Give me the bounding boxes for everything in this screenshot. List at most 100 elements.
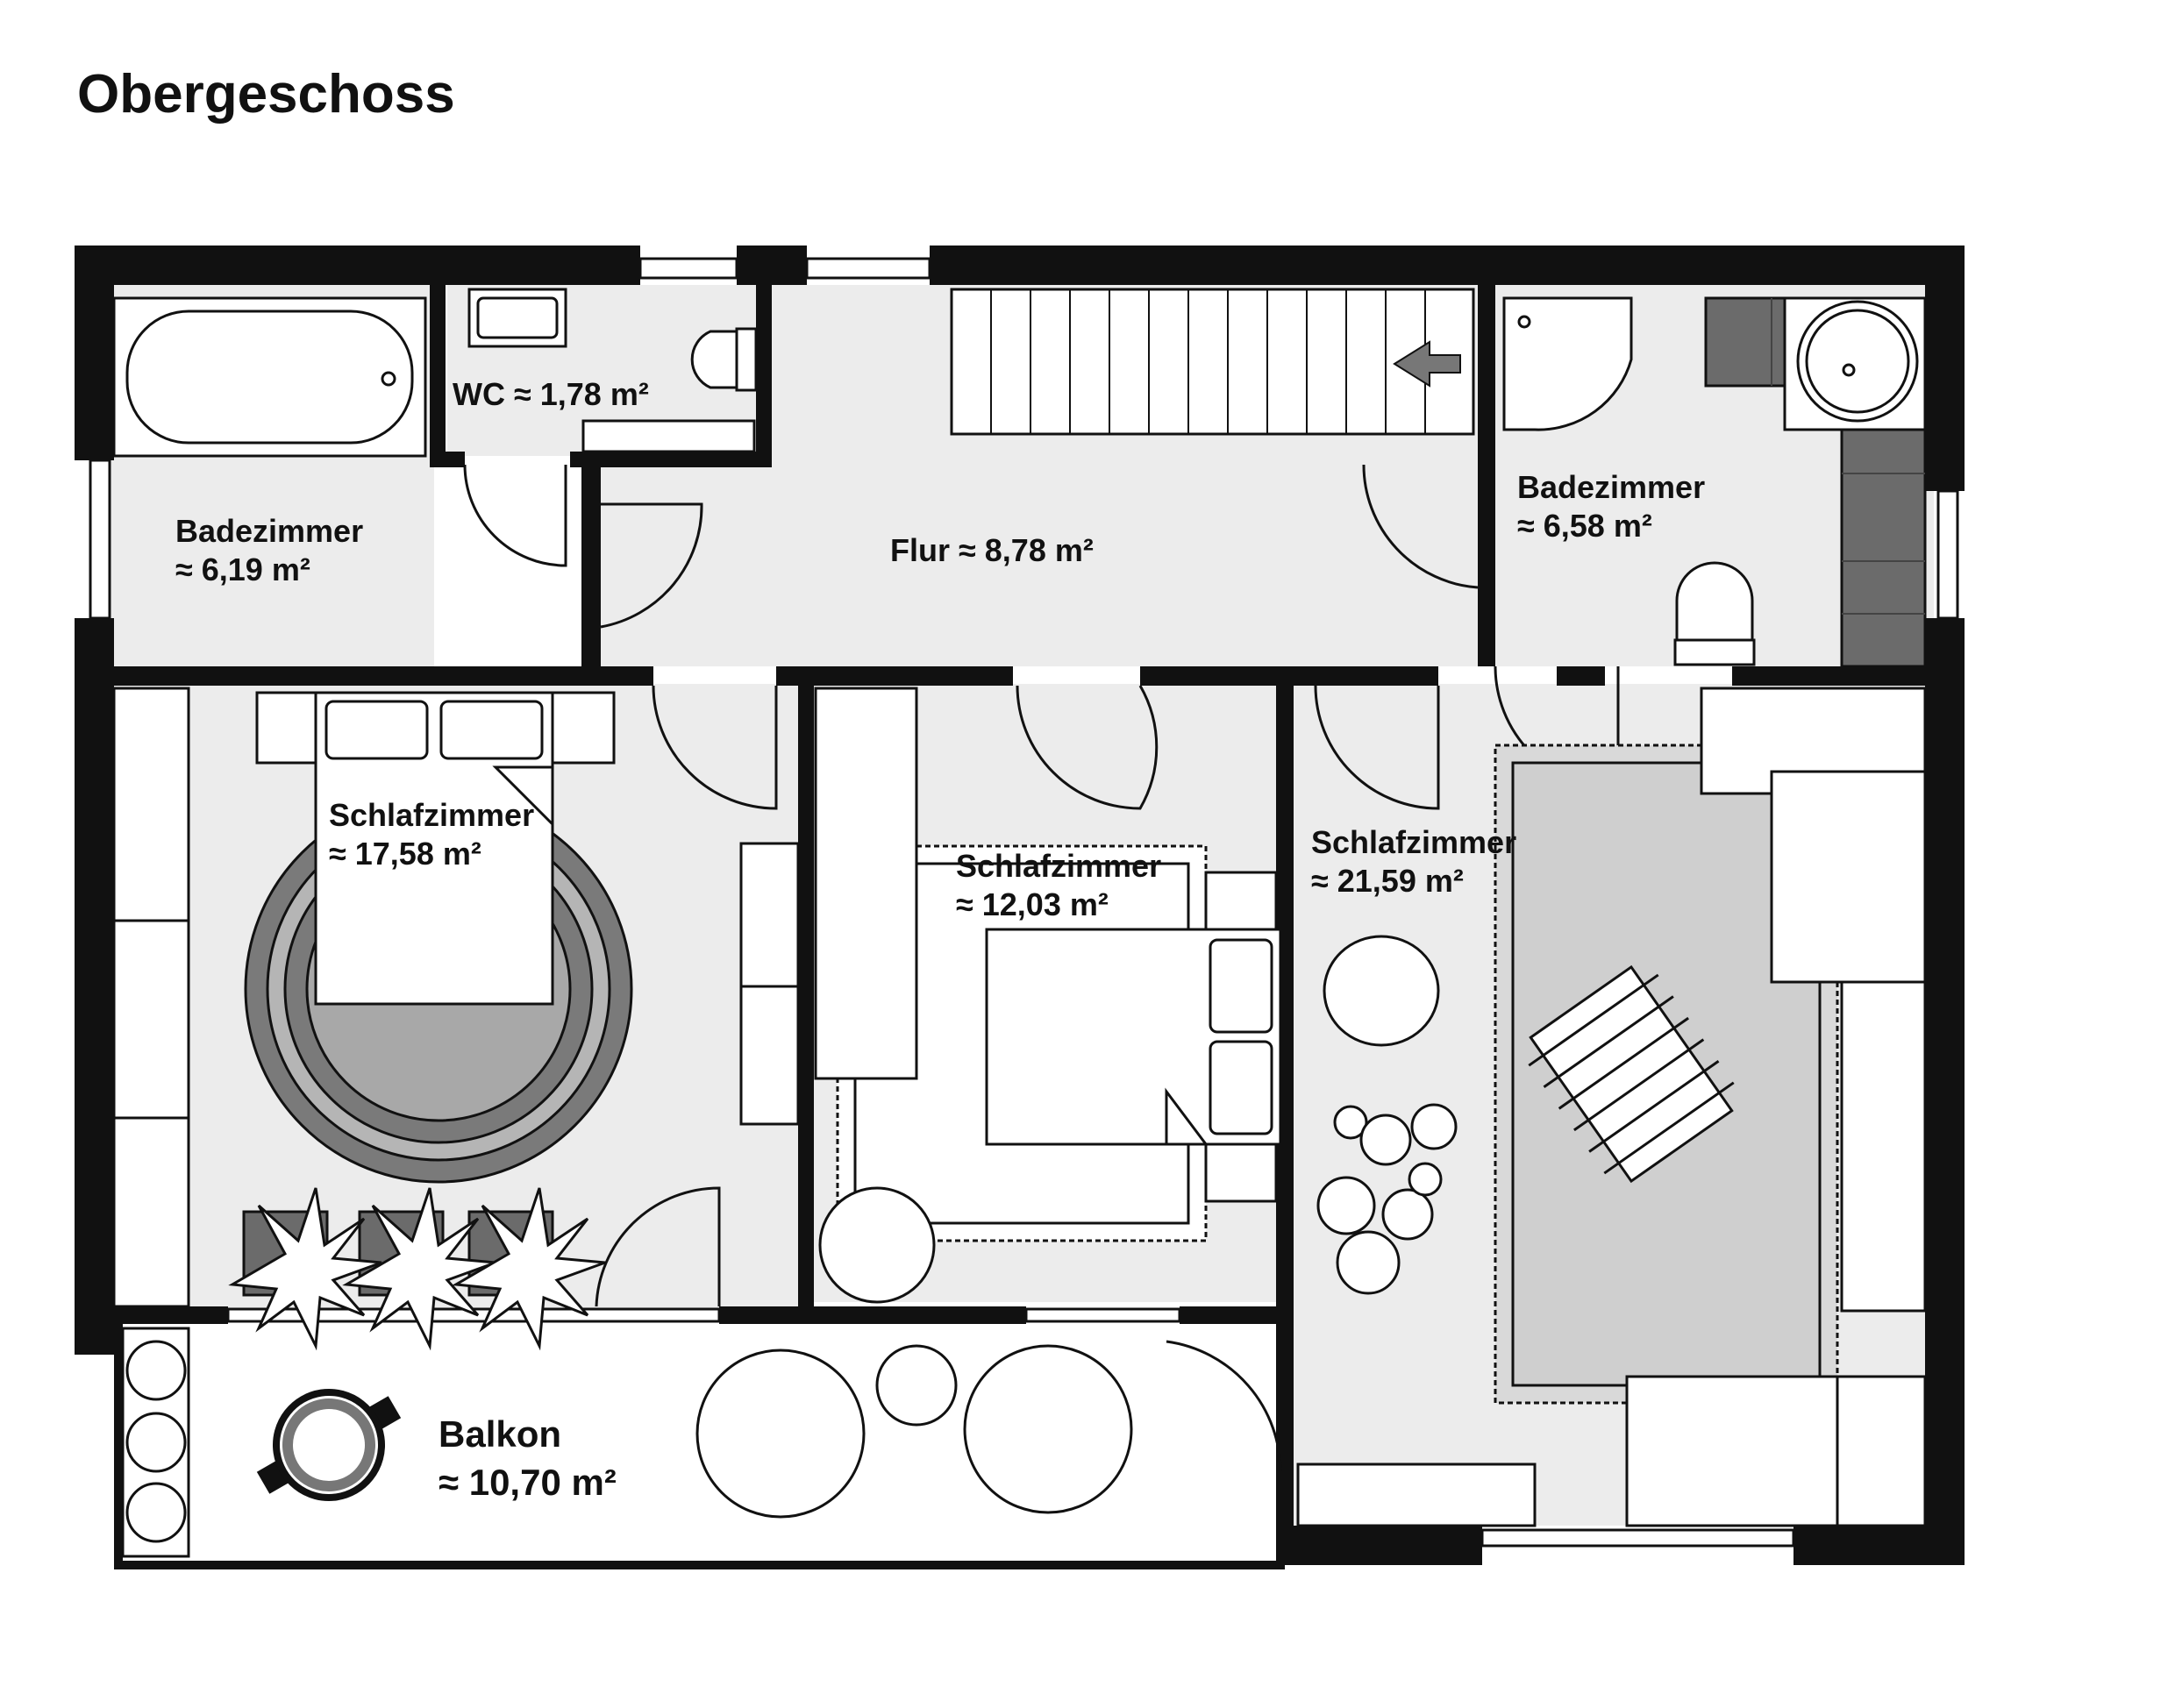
window-schlaf2	[1024, 1307, 1181, 1323]
bad-links-furniture	[112, 296, 427, 458]
wall-mid-3	[1140, 666, 1438, 686]
room-name-flur: Flur	[890, 532, 950, 568]
wall-mid-4	[1557, 666, 1605, 686]
door-schlaf3	[1314, 685, 1440, 810]
wall-s-balkon-2	[719, 1306, 1026, 1324]
bed-schlaf3	[1770, 770, 1927, 984]
wall-mid-5	[1732, 666, 1965, 686]
stair-arrow-icon	[1393, 340, 1461, 388]
door-bad-links	[600, 502, 703, 629]
nightstand-schlaf2-bottom	[1204, 1142, 1278, 1203]
wc-sink-basin	[476, 296, 559, 339]
room-area-schlaf-3: ≈ 21,59 m²	[1311, 863, 1464, 899]
wall-left-2	[75, 618, 114, 1355]
room-area-bad-links: ≈ 6,19 m²	[175, 552, 310, 587]
room-name-schlaf-1: Schlafzimmer	[329, 797, 534, 833]
toilet-tank-right	[1673, 638, 1756, 666]
planter-plant-2	[125, 1412, 187, 1473]
schlaf3-furniture	[1296, 687, 1927, 1527]
door-balkon	[595, 1186, 721, 1307]
wall-wc-bottom-1	[430, 452, 465, 467]
room-area-schlaf-1: ≈ 17,58 m²	[329, 836, 481, 872]
plant-schlaf2	[818, 1186, 936, 1304]
room-name-bad-links: Badezimmer	[175, 513, 363, 549]
door-schlaf1	[652, 685, 778, 810]
wall-bottom-2	[1793, 1526, 1965, 1565]
wardrobe-left	[112, 687, 190, 1308]
wc-toilet-bowl	[690, 330, 738, 389]
pillow-right	[439, 700, 544, 760]
room-area-wc: ≈ 1,78 m²	[514, 376, 649, 412]
drum-set-icon	[1316, 1103, 1458, 1295]
wall-wc-left	[430, 285, 446, 465]
wall-balkon-bottom	[114, 1561, 1285, 1569]
side-table	[875, 1344, 958, 1427]
wall-left-1	[75, 246, 114, 460]
wardrobe-schlaf3	[1840, 980, 1927, 1313]
window-bad-links	[89, 459, 111, 620]
wall-top-1	[75, 246, 640, 285]
stairs	[950, 288, 1475, 436]
room-label-flur: Flur ≈ 8,78 m²	[890, 532, 1094, 568]
wall-s2-s3	[1276, 684, 1294, 1315]
foosball-table-icon	[1528, 964, 1735, 1184]
sofa-bottom	[1625, 1375, 1839, 1527]
room-name-schlaf-2: Schlafzimmer	[956, 848, 1161, 884]
windows	[89, 257, 1959, 1548]
wall-balkon-left	[114, 1320, 123, 1569]
plan-title: Obergeschoss	[77, 64, 455, 125]
room-area-balkon: ≈ 10,70 m²	[439, 1462, 617, 1503]
window-bad-rechts	[1936, 489, 1959, 620]
room-name-balkon: Balkon	[439, 1413, 561, 1455]
room-name-wc: WC	[453, 376, 505, 412]
balkon-furniture	[121, 1327, 1133, 1558]
shower-drain-icon	[1517, 315, 1531, 329]
nightstand-left	[255, 691, 320, 765]
schlaf1-furniture	[112, 687, 800, 1351]
window-flur	[805, 257, 931, 280]
room-name-bad-rechts: Badezimmer	[1517, 469, 1705, 505]
room-labels: Badezimmer ≈ 6,19 m² WC ≈ 1,78 m² Flur ≈…	[175, 376, 1705, 1503]
wardrobe-schlaf2	[814, 687, 918, 1080]
blanket-fold-schlaf2	[1165, 1087, 1209, 1146]
pillow-b-schlaf2	[1209, 1040, 1273, 1135]
wall-wc-right	[756, 285, 772, 465]
wall-mid-1	[75, 666, 653, 686]
bench-bottom	[1296, 1462, 1537, 1527]
sideboard-right	[739, 842, 800, 1126]
wall-right-1	[1925, 246, 1965, 491]
planter-plant-3	[125, 1482, 187, 1543]
bathtub-drain-icon	[381, 371, 396, 387]
door-schlaf2	[1016, 685, 1159, 810]
room-name-schlaf-3: Schlafzimmer	[1311, 824, 1516, 860]
wall-wc-bottom-2	[570, 452, 772, 467]
wc-toilet-tank	[735, 327, 758, 392]
pillow-a-schlaf2	[1209, 938, 1273, 1034]
grill-icon	[256, 1389, 402, 1501]
wall-right-2	[1925, 618, 1965, 1561]
window-wc	[638, 257, 738, 280]
tile-counter-side	[1840, 384, 1927, 668]
nightstand-schlaf2-top	[1204, 871, 1278, 931]
round-sink-drain-icon	[1842, 363, 1856, 377]
hanging-chair-right	[963, 1344, 1133, 1514]
room-area-bad-rechts: ≈ 6,58 m²	[1517, 508, 1652, 544]
window-schlaf3	[1480, 1528, 1795, 1548]
wall-bottom-1	[1285, 1526, 1482, 1565]
shower-tray	[1502, 296, 1633, 431]
beanbag	[1323, 935, 1440, 1047]
wall-top-2	[737, 246, 807, 285]
wall-top-3	[930, 246, 1956, 285]
blanket-fold	[492, 765, 554, 828]
bathtub-basin	[125, 310, 414, 445]
wall-flur-bad	[1478, 285, 1495, 666]
wall-s-balkon-1	[75, 1306, 228, 1324]
desk-bottom-right	[1836, 1375, 1927, 1527]
plant-group	[228, 1187, 606, 1351]
pillow-left	[324, 700, 429, 760]
room-area-flur: ≈ 8,78 m²	[959, 532, 1094, 568]
door-balkon-2	[1166, 1340, 1282, 1474]
nightstand-right	[551, 691, 616, 765]
door-wc	[463, 464, 567, 567]
